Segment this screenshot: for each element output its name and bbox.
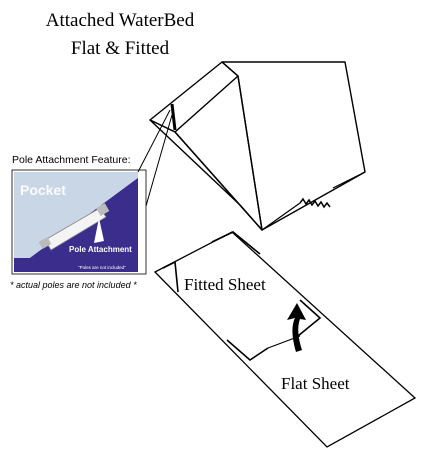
poles-note: "Poles are not included" — [78, 265, 126, 270]
pocket-label: Pocket — [20, 182, 66, 198]
fitted-corner — [226, 339, 269, 362]
sheet-outline — [153, 231, 417, 448]
inset-heading: Pole Attachment Feature: — [12, 154, 131, 166]
pocket-fabric — [14, 172, 138, 258]
right-sheet-panel — [221, 61, 366, 231]
pole-pocket-mark — [170, 103, 177, 131]
fitted-corner — [162, 260, 179, 293]
pole-attachment-label: Pole Attachment — [69, 245, 132, 254]
inset-caption: * actual poles are not included * — [10, 280, 137, 290]
pointer-arrow-icon — [94, 218, 104, 243]
elastic-edge — [299, 197, 331, 209]
fitted-corner — [211, 231, 261, 255]
callout-line — [145, 114, 173, 207]
diagram-subtitle: Flat & Fitted — [70, 38, 170, 59]
diagram-title: Attached WaterBed — [45, 10, 195, 31]
callout-line — [137, 109, 171, 173]
pole-attachment-inset — [14, 172, 138, 272]
left-sheet-panel — [149, 61, 239, 133]
folded-sheet-illustration — [149, 61, 366, 231]
fitted-sheet-label: Fitted Sheet — [184, 275, 266, 294]
sheet-top-face — [149, 119, 263, 231]
fitted-corner — [297, 299, 322, 337]
flat-fitted-sheet-illustration — [153, 231, 417, 448]
inset-border — [11, 169, 147, 275]
flat-sheet-label: Flat Sheet — [281, 374, 350, 393]
pole-icon — [38, 203, 110, 251]
curved-arrow-icon — [287, 303, 306, 352]
